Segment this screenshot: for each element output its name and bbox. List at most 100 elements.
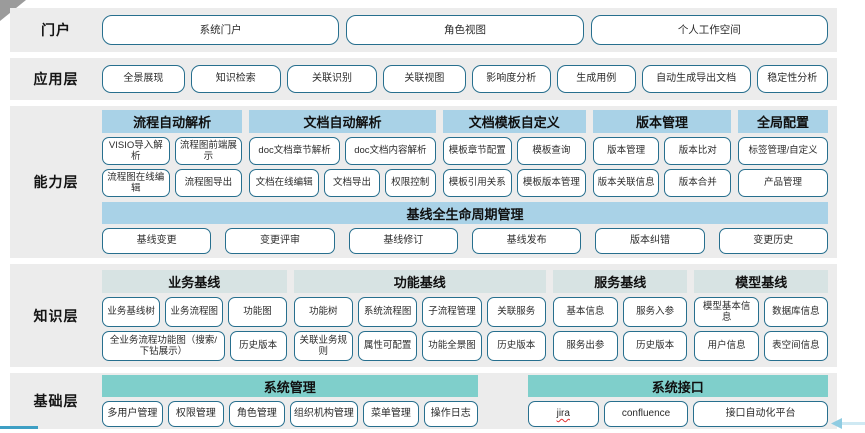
item-box: 版本合并 [664,169,732,197]
item-box: 功能树 [293,297,353,327]
band-knowledge: 知识层业务基线业务基线树业务流程图功能图全业务流程功能图（搜索/下钻展示）历史版… [10,264,837,367]
section-row: 基本信息服务入参 [552,297,688,327]
section-header: 全局配置 [738,110,828,133]
section-header: 流程自动解析 [102,110,243,133]
item-box: 基本信息 [552,297,618,327]
section-group: 业务基线业务基线树业务流程图功能图全业务流程功能图（搜索/下钻展示） 历史版本 功能… [102,270,828,361]
item-box: 权限管理 [167,401,224,427]
band-portal: 门户 系统门户角色视图个人工作空间 [10,8,837,52]
section-knowledge-3: 模型基线模型基本信息数据库信息用户信息表空间信息 [694,270,828,361]
section-capability-2: 文档模板自定义模板章节配置模板查询模板引用关系模板版本管理 [442,110,586,197]
left-arrow-icon [831,417,865,430]
layer-label-portal: 门户 [41,22,71,38]
bottom-left-line-decoration [0,426,38,429]
section-row: 业务基线树业务流程图功能图 [102,297,287,327]
item-box: 关联视图 [383,65,466,93]
section-row: 版本关联信息版本合并 [592,169,732,197]
item-box: 变更历史 [718,228,828,254]
item-box: 组织机构管理 [289,401,358,427]
section-knowledge-2: 服务基线基本信息服务入参服务出参历史版本 [552,270,688,361]
section-row: 功能树系统流程图子流程管理关联服务 [293,297,546,327]
item-box: 历史版本 [622,331,688,361]
item-box: 产品管理 [738,169,828,197]
item-box: 版本关联信息 [592,169,660,197]
item-box: 基线变更 [102,228,212,254]
band-content-portal: 系统门户角色视图个人工作空间 [102,15,828,45]
item-box: 业务流程图 [165,297,224,327]
item-box: 关联业务规则 [293,331,353,361]
item-box: 稳定性分析 [756,65,829,93]
band-content-application: 全景展现知识检索关联识别关联视图影响度分析生成用例自动生成导出文档稳定性分析 [102,65,829,93]
section-capability-4: 全局配置标签管理/自定义产品管理 [738,110,828,197]
item-box: 功能全景图 [422,331,482,361]
baseline-row: 基线变更变更评审基线修订基线发布版本纠错变更历史 [102,228,828,254]
section-header: 系统管理 [102,375,478,397]
section-row: 模板引用关系模板版本管理 [442,169,586,197]
section-row: 模板章节配置模板查询 [442,137,586,165]
section-group: 流程自动解析 VISIO导入解析流程图前端展示流程图在线编辑流程图导出 文档自动解析… [102,110,828,197]
item-box: doc文档内容解析 [344,137,436,165]
item-box: 权限控制 [384,169,436,197]
item-box: 模板查询 [516,137,586,165]
section-row: 标签管理/自定义 [738,137,828,165]
item-box: 标签管理/自定义 [738,137,828,165]
section-header: 基线全生命周期管理 [102,202,828,224]
section-knowledge-0: 业务基线业务基线树业务流程图功能图全业务流程功能图（搜索/下钻展示）历史版本 [102,270,287,361]
item-box: 流程图导出 [174,169,243,197]
item-box: 变更评审 [225,228,335,254]
item-box: confluence [604,401,689,427]
section-header: 文档模板自定义 [442,110,586,133]
layer-label-application: 应用层 [33,71,79,87]
item-box: jira [527,401,599,427]
section-header: 模型基线 [694,270,828,293]
item-box: 关联识别 [286,65,378,93]
item-box: doc文档章节解析 [249,137,340,165]
item-box: 基线修订 [348,228,458,254]
item-box: 子流程管理 [422,297,482,327]
item-box: 文档导出 [324,169,380,197]
item-box: 系统门户 [102,15,340,45]
item-box: 影响度分析 [471,65,551,93]
section-row: 版本管理版本比对 [592,137,732,165]
layer-label-base: 基础层 [33,393,79,409]
section-header: 业务基线 [102,270,287,293]
section-row: 流程图在线编辑流程图导出 [102,169,243,197]
section-row: 关联业务规则属性可配置功能全景图历史版本 [293,331,546,361]
section-row: 服务出参历史版本 [552,331,688,361]
item-box: 版本纠错 [595,228,705,254]
item-box: 模板版本管理 [516,169,586,197]
section-row: 多用户管理权限管理角色管理组织机构管理菜单管理操作日志 [102,401,478,427]
item-box: 接口自动化平台 [693,401,828,427]
item-box: 全业务流程功能图（搜索/下钻展示） [102,331,225,361]
item-box: 模板章节配置 [442,137,512,165]
item-box: 表空间信息 [763,331,828,361]
section-row: 用户信息表空间信息 [694,331,828,361]
item-box: 生成用例 [556,65,636,93]
section-header: 文档自动解析 [249,110,436,133]
section-row: 文档在线编辑文档导出权限控制 [249,169,436,197]
layer-label-capability: 能力层 [33,174,79,190]
item-box: 业务基线树 [102,297,161,327]
item-box: 角色视图 [346,15,584,45]
item-box: 服务入参 [622,297,688,327]
application-row: 全景展现知识检索关联识别关联视图影响度分析生成用例自动生成导出文档稳定性分析 [102,65,829,93]
section-capability-3: 版本管理版本管理版本比对版本关联信息版本合并 [592,110,732,197]
item-box: 基线发布 [471,228,582,254]
section-row: VISIO导入解析流程图前端展示 [102,137,243,165]
item-box: 数据库信息 [763,297,828,327]
item-box: 模板引用关系 [442,169,512,197]
item-box: 全景展现 [102,65,185,93]
item-box: 文档在线编辑 [249,169,320,197]
band-content-capability: 流程自动解析 VISIO导入解析流程图前端展示流程图在线编辑流程图导出 文档自动解析… [102,110,828,254]
section-header: 版本管理 [592,110,732,133]
item-box: 版本比对 [664,137,732,165]
band-application: 应用层 全景展现知识检索关联识别关联视图影响度分析生成用例自动生成导出文档稳定性分… [10,58,837,100]
item-box: 自动生成导出文档 [641,65,751,93]
item-box: 用户信息 [694,331,759,361]
